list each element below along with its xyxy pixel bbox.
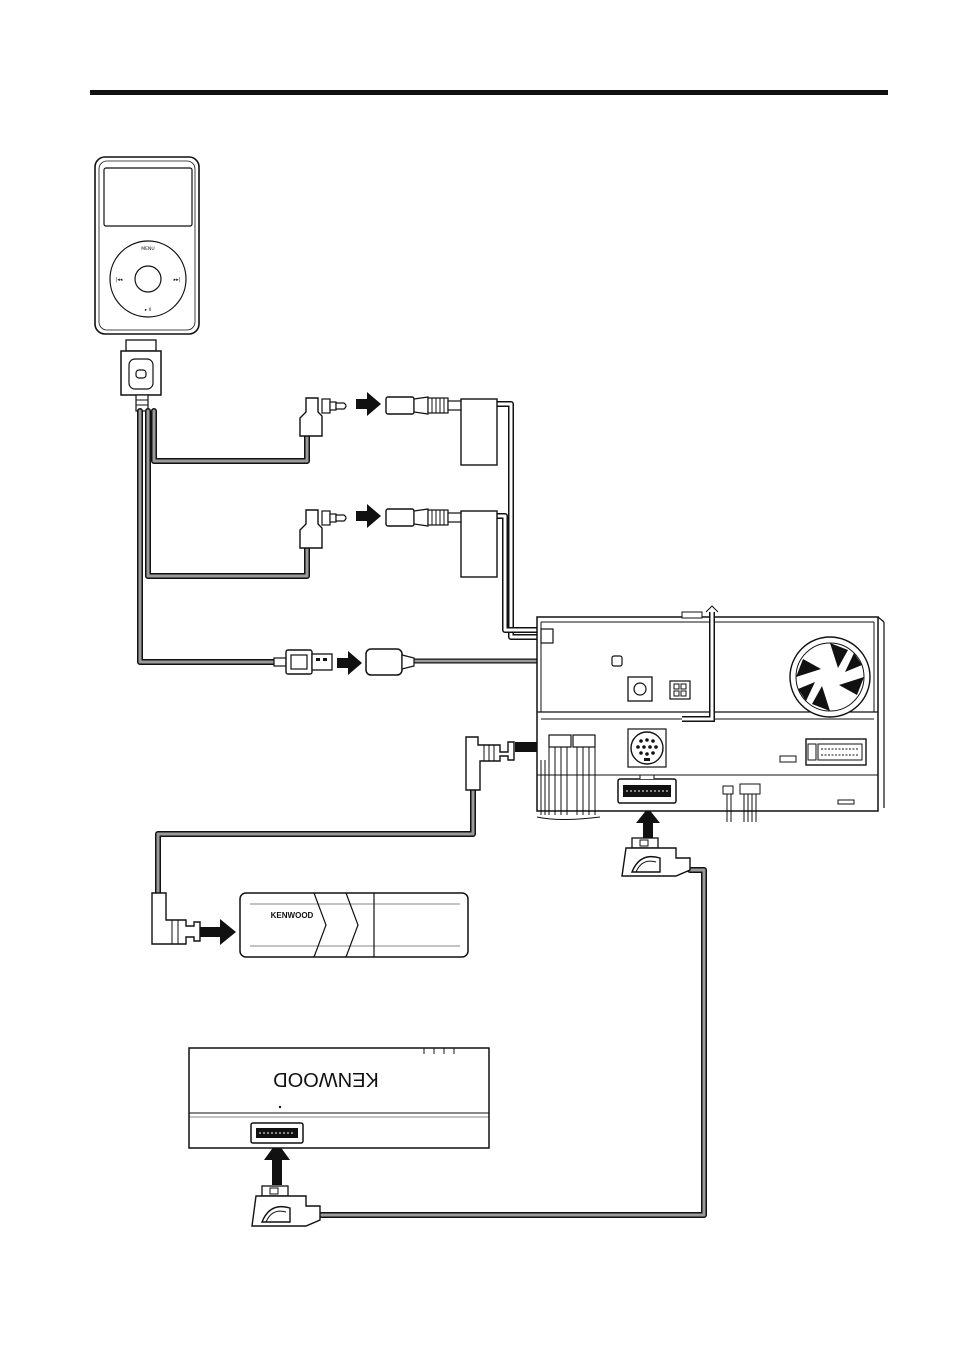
ipod-logo-icon [136,370,146,378]
changer-brand-logo: KENWOOD [271,911,314,920]
small-pin-header [780,756,796,762]
usb-plug [274,650,332,674]
changer-cable-plug-top [466,737,514,790]
head-unit-rear [537,606,884,822]
audio-plug-2 [300,510,346,548]
arrow-up-icon [636,808,660,838]
ipod-screen [104,168,192,226]
arrow-right-icon [200,919,236,945]
rca-box-1 [461,399,497,465]
ipod-next-label: ▸▸| [174,277,181,283]
small-socket [670,681,690,699]
arrow-right-icon [356,392,381,416]
changer-din-socket [628,729,666,767]
module-system-socket [251,1123,303,1143]
system-connector-socket [618,775,676,803]
changer-cable-plug-bottom [152,893,200,944]
header-rule [90,90,888,95]
module-brand-logo: KENWOOD [273,1068,379,1090]
ipod-play-label: ▸ II [145,307,151,313]
ipod-dock-connector [121,340,161,411]
usb-extension-socket [366,649,414,675]
audio-jack-socket-2 [386,509,462,526]
arrow-right-icon [337,651,362,675]
ipod-center-button [135,266,161,292]
main-power-connector [806,739,866,765]
system-cable-plug-bottom [252,1186,320,1226]
audio-jack-socket-1 [386,397,462,414]
ipod-device: MENU |◂◂ ▸▸| ▸ II [95,157,199,334]
rca-box-2 [461,511,497,577]
external-module-box: KENWOOD [189,1048,489,1148]
system-cable-plug-top [622,838,690,876]
cd-changer: KENWOOD [240,893,468,957]
ipod-prev-label: |◂◂ [116,277,123,283]
audio-plug-1 [300,398,346,436]
fan-icon [790,637,870,717]
ipod-menu-label: MENU [141,246,154,252]
arrow-right-icon [356,504,381,528]
